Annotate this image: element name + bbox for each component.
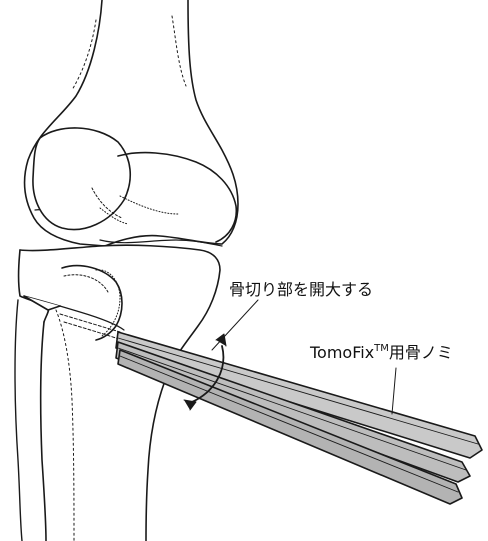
- opening-label: 骨切り部を開大する: [229, 282, 373, 298]
- leader-line-opening: [212, 300, 258, 350]
- chisel-label: TomoFixTM用骨ノミ: [310, 344, 453, 361]
- trademark-mark: TM: [374, 343, 389, 354]
- chisel-suffix: 用骨ノミ: [389, 343, 453, 362]
- leader-line-chisel: [392, 368, 396, 414]
- chisel-brand: TomoFix: [310, 343, 374, 362]
- chisel-middle: [116, 342, 470, 482]
- patella: [33, 128, 130, 230]
